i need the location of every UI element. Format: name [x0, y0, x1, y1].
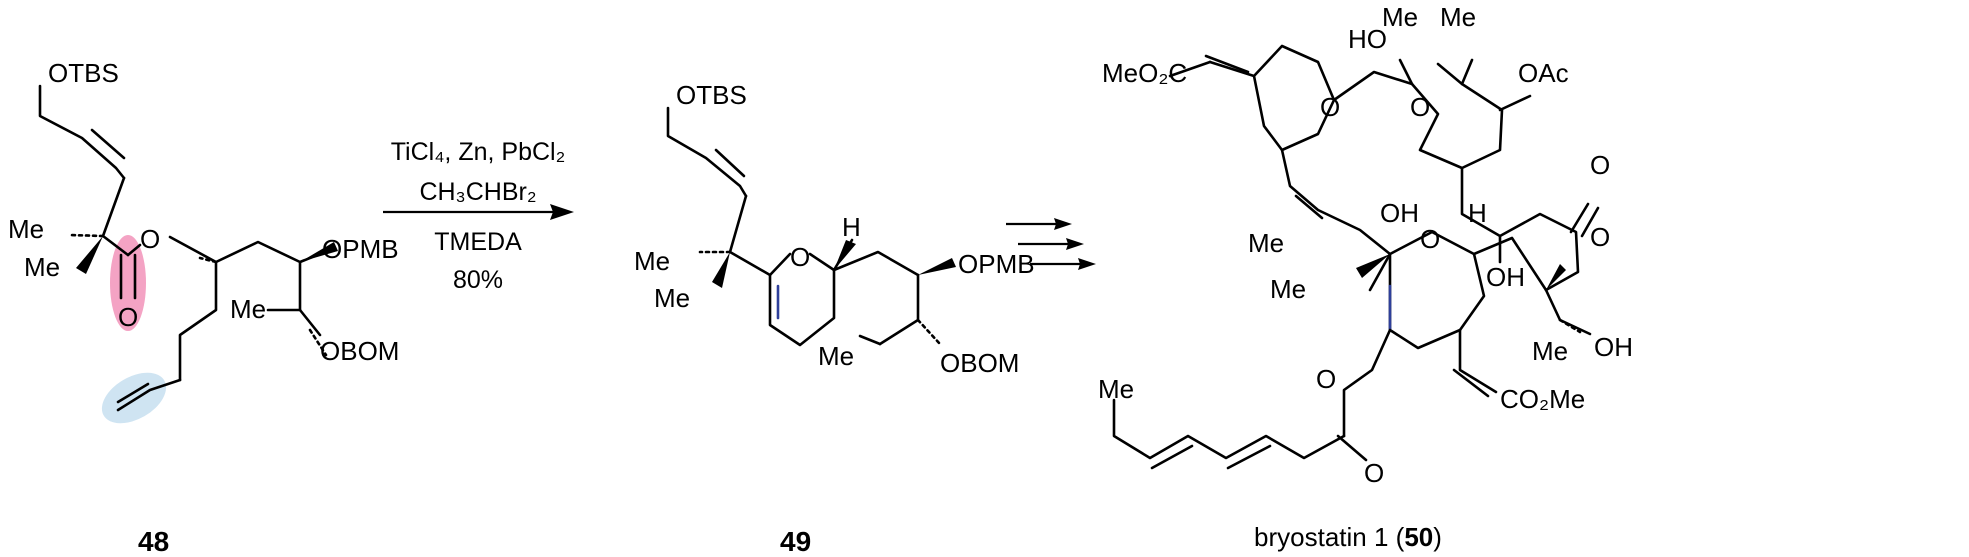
h-label-50: H: [1468, 198, 1487, 228]
me-gem-2-label: Me: [1270, 274, 1306, 304]
ring-o-2-label: O: [1410, 92, 1430, 122]
me-side-48: Me: [230, 294, 266, 324]
ho-top-label: HO: [1348, 24, 1387, 54]
lactone-o-label: O: [1590, 222, 1610, 252]
carbonyl-highlight: [110, 235, 146, 331]
ring-o-49: O: [790, 242, 810, 272]
opmb-label-48: OPMB: [322, 234, 399, 264]
bryostatin-caption: bryostatin 1 (50): [1254, 522, 1442, 552]
ring-o-1-label: O: [1320, 92, 1340, 122]
reaction-conditions: TiCl₄, Zn, PbCl₂ CH₃CHBr₂ TMEDA 80%: [383, 138, 574, 294]
caption-close: ): [1433, 522, 1442, 552]
ester-o-48: O: [140, 224, 160, 254]
oh-mid-label: OH: [1486, 262, 1525, 292]
compound-label-50: 50: [1404, 522, 1433, 552]
oh-ring-label: OH: [1380, 198, 1419, 228]
co2me-label: CO₂Me: [1500, 384, 1585, 414]
reagent-line-3: TMEDA: [434, 228, 522, 256]
me-bottom-48: Me: [24, 252, 60, 282]
reagent-line-1: TiCl₄, Zn, PbCl₂: [391, 138, 566, 166]
reaction-arrowhead: [550, 204, 574, 220]
me-end-chain-label: Me: [1098, 374, 1134, 404]
me-top-49: Me: [634, 246, 670, 276]
me-side-49: Me: [818, 341, 854, 371]
me-top-48: Me: [8, 214, 44, 244]
opmb-label-49: OPMB: [958, 249, 1035, 279]
compound-label-49: 49: [780, 526, 811, 557]
h-label-49: H: [842, 212, 861, 242]
meo2c-label: MeO₂C: [1102, 58, 1187, 88]
compound-label-48: 48: [138, 526, 169, 557]
oac-label: OAc: [1518, 58, 1569, 88]
ester-co-label: O: [1364, 458, 1384, 488]
me-bottom-49: Me: [654, 283, 690, 313]
carbonyl-o-50-label: O: [1590, 150, 1610, 180]
me-gem-1-label: Me: [1248, 228, 1284, 258]
obom-label-48: OBOM: [320, 336, 399, 366]
obom-label-49: OBOM: [940, 348, 1019, 378]
otbs-label-49: OTBS: [676, 80, 747, 110]
compound-49: OTBS Me Me O H OPMB Me OBOM 49: [634, 80, 1035, 557]
me-top-2-label: Me: [1440, 2, 1476, 32]
oh-chain-label: OH: [1594, 332, 1633, 362]
ester-o-50-label: O: [1316, 364, 1336, 394]
yield-label: 80%: [453, 266, 503, 294]
reagent-line-2: CH₃CHBr₂: [419, 178, 536, 206]
carbonyl-o-48: O: [118, 302, 138, 332]
caption-text: bryostatin 1 (: [1254, 522, 1405, 552]
me-top-1-label: Me: [1382, 2, 1418, 32]
multi-step-arrows: [1006, 218, 1096, 270]
alkene-highlight: [101, 372, 167, 424]
compound-50: MeO₂C HO Me Me OAc O O O OH OH H O Me Me…: [1098, 2, 1633, 552]
me-chain-label: Me: [1532, 336, 1568, 366]
compound-48: OTBS Me Me O O OPMB Me OBOM 48: [8, 58, 399, 557]
otbs-label-48: OTBS: [48, 58, 119, 88]
ring-o-3-label: O: [1420, 224, 1440, 254]
